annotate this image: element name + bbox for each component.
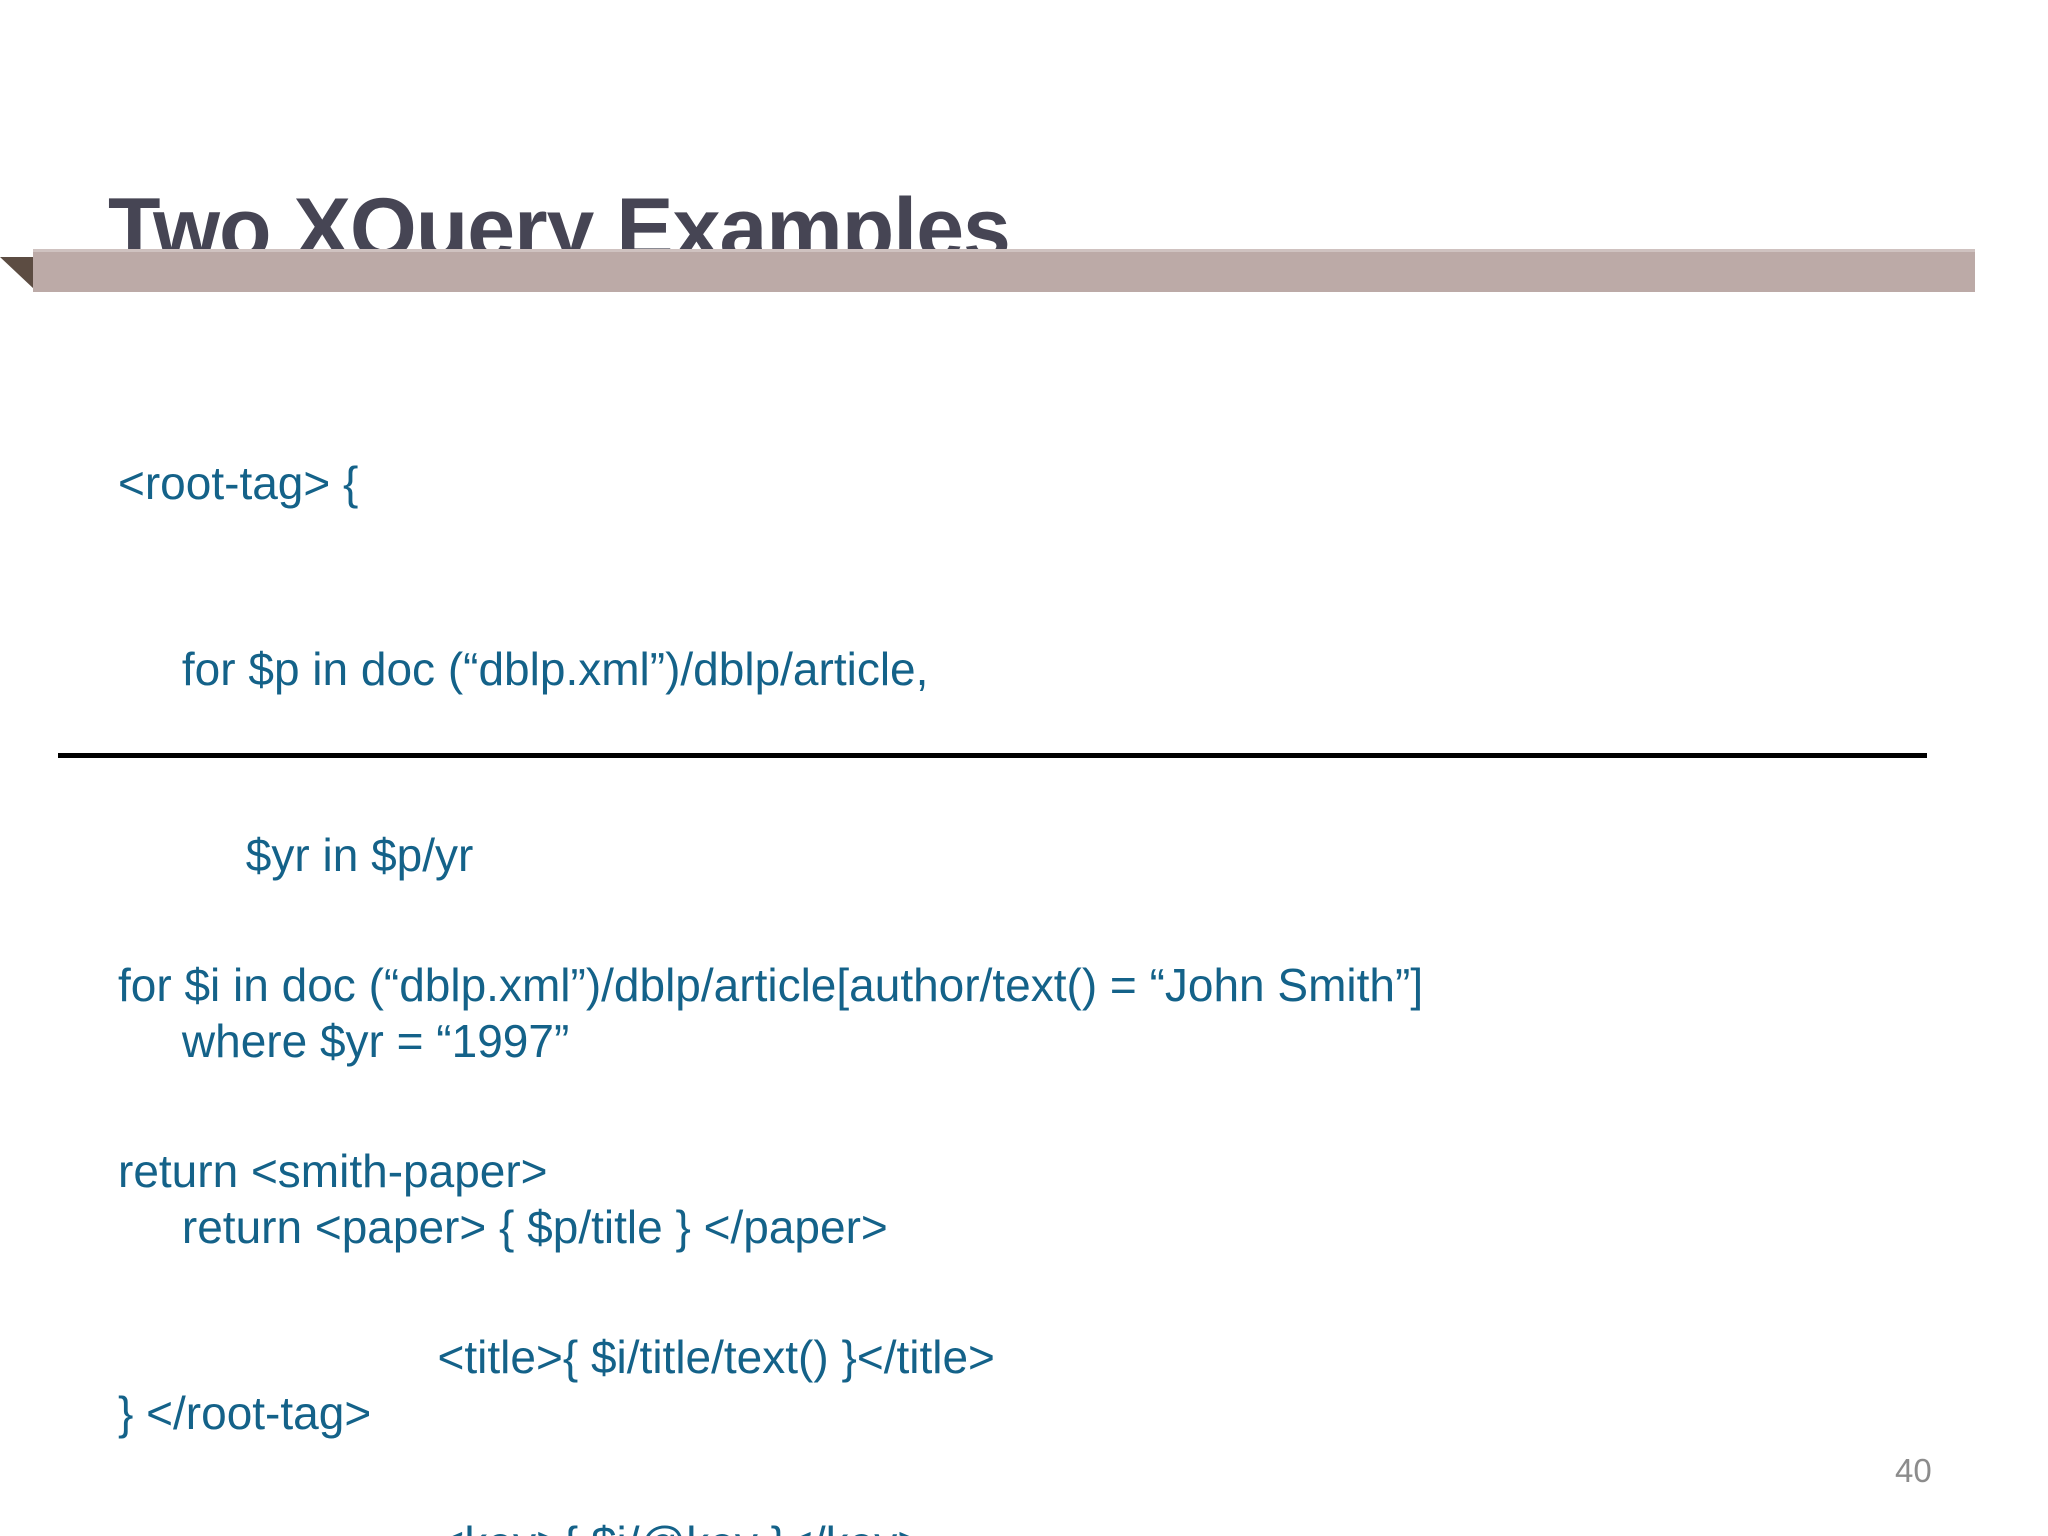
code-block-first-example: <root-tag> { for $p in doc (“dblp.xml”)/… [118,328,928,1536]
code-line: for $p in doc (“dblp.xml”)/dblp/article, [118,643,929,695]
title-accent-bar [0,249,1980,292]
code-line: for $i in doc (“dblp.xml”)/dblp/article[… [118,959,1424,1011]
code-line: $yr in $p/yr [118,829,474,881]
code-line: <root-tag> { [118,457,359,509]
code-line: where $yr = “1997” [118,1015,570,1067]
title-accent-bar-fold [0,257,34,289]
code-line: } </root-tag> [118,1387,372,1439]
code-line: return <paper> { $p/title } </paper> [118,1201,888,1253]
code-block-second-example: for $i in doc (“dblp.xml”)/dblp/article[… [118,830,1423,1536]
section-divider [58,753,1927,758]
title-accent-bar-body [33,249,1975,292]
page-number: 40 [1895,1452,1932,1489]
code-line: <title>{ $i/title/text() }</title> [118,1331,995,1383]
code-line: <key>{ $i/@key }</key> [118,1512,1423,1536]
code-line: return <smith-paper> [118,1145,548,1197]
